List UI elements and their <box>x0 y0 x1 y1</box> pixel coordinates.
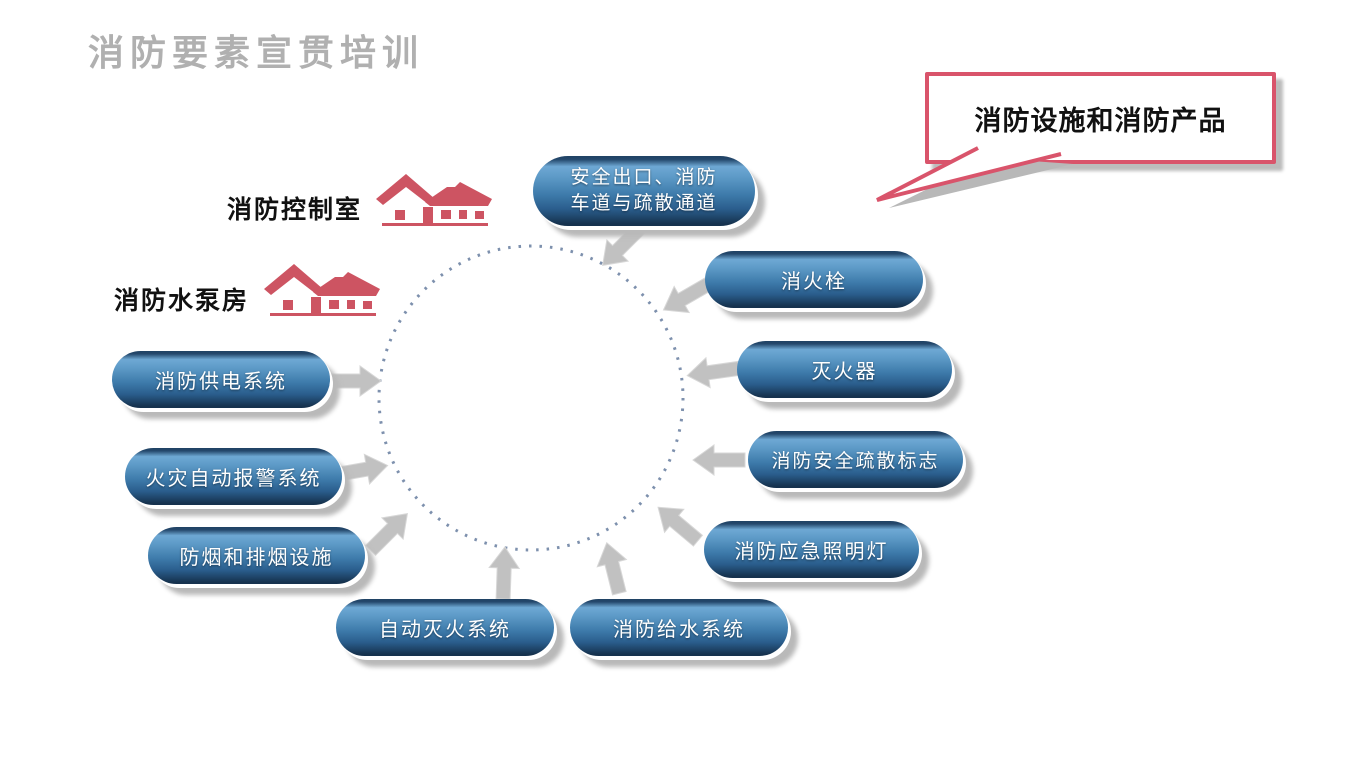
inward-arrow-icon <box>591 217 651 277</box>
callout-text: 消防设施和消防产品 <box>974 105 1227 136</box>
pill-label: 防烟和排烟设施 <box>179 547 334 569</box>
pill-water-supply-system: 消防给水系统 <box>570 599 788 656</box>
pill-label: 火灾自动报警系统 <box>145 468 322 490</box>
inward-arrow-icon <box>359 502 419 562</box>
building-label-pump-house: 消防水泵房 <box>114 287 250 315</box>
pill-fire-extinguisher: 灭火器 <box>737 341 952 398</box>
pill-label: 消防供电系统 <box>155 371 287 393</box>
pill-label: 消防安全疏散标志 <box>771 451 940 472</box>
pill-emergency-lighting: 消防应急照明灯 <box>704 521 919 578</box>
pill-label: 灭火器 <box>811 361 878 383</box>
pill-fire-hydrant: 消火栓 <box>705 251 923 308</box>
pill-fire-alarm-system: 火灾自动报警系统 <box>125 448 342 505</box>
dotted-circle <box>377 244 685 552</box>
pill-label-line2: 车道与疏散通道 <box>570 193 718 214</box>
inward-arrow-icon <box>692 444 746 476</box>
callout-tail-shadow <box>889 158 1073 208</box>
pill-label: 自动灭火系统 <box>379 619 511 641</box>
pill-label: 消防给水系统 <box>613 619 745 641</box>
pill-auto-extinguishing-system: 自动灭火系统 <box>336 599 554 656</box>
inward-arrow-icon <box>647 495 709 553</box>
building-label-control-room: 消防控制室 <box>227 196 363 224</box>
inward-arrow-icon <box>333 450 391 490</box>
pill-safety-exit-fire-lane: 安全出口、消防 车道与疏散通道 <box>533 156 755 226</box>
pill-label: 消防应急照明灯 <box>734 541 889 563</box>
pill-smoke-control-facilities: 防烟和排烟设施 <box>148 527 365 584</box>
speech-callout-tail <box>876 146 1073 208</box>
inward-arrow-icon <box>684 353 742 391</box>
inward-arrow-icon <box>328 365 382 397</box>
pill-label: 消火栓 <box>781 271 847 293</box>
pill-evacuation-signs: 消防安全疏散标志 <box>748 431 963 488</box>
inward-arrow-icon <box>591 538 635 598</box>
pill-power-supply-system: 消防供电系统 <box>112 351 330 408</box>
page-title: 消防要素宣贯培训 <box>88 32 425 73</box>
callout-tail-outline <box>876 146 1062 202</box>
pill-label-line1: 安全出口、消防 <box>570 167 718 189</box>
inward-arrow-icon <box>487 545 521 601</box>
